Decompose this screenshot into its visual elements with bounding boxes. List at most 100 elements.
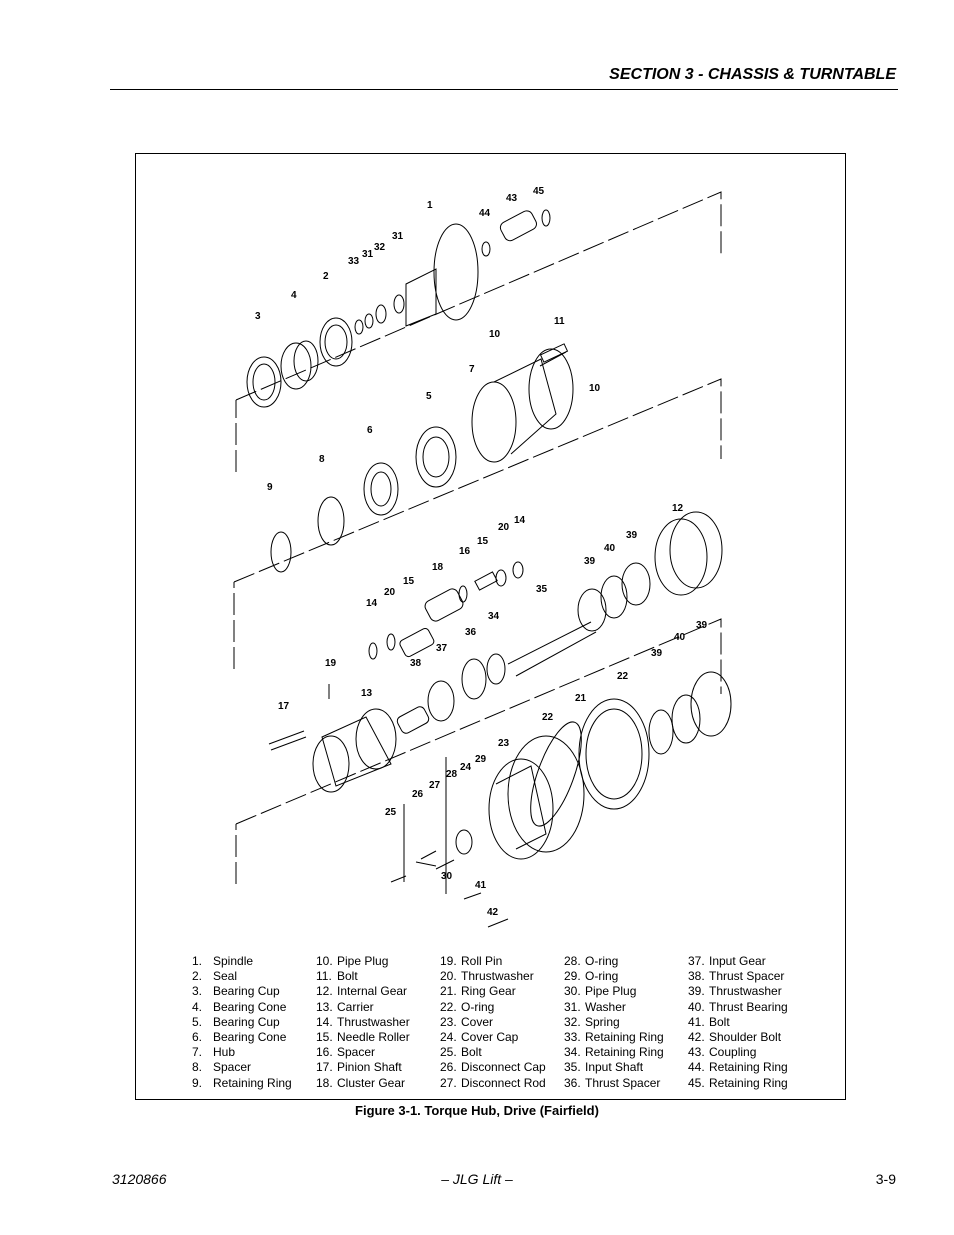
legend-item-label: Bolt bbox=[461, 1045, 482, 1060]
legend-item: 34. Retaining Ring bbox=[564, 1045, 688, 1060]
legend-item-number: 14. bbox=[316, 1014, 333, 1029]
callout-label: 28 bbox=[446, 769, 458, 780]
callout-label: 44 bbox=[479, 208, 491, 219]
legend-item-number: 24. bbox=[440, 1030, 457, 1045]
legend-item: 6.Bearing Cone bbox=[192, 1030, 316, 1045]
callout-label: 3 bbox=[255, 311, 261, 322]
legend-item-number: 44. bbox=[688, 1060, 705, 1075]
legend-item: 3.Bearing Cup bbox=[192, 984, 316, 999]
legend-item-number: 29. bbox=[564, 969, 581, 984]
callout-label: 34 bbox=[488, 611, 500, 622]
legend-item-number: 39. bbox=[688, 984, 705, 999]
legend-item: 12.Internal Gear bbox=[316, 984, 440, 999]
legend-item-number: 34. bbox=[564, 1045, 581, 1060]
legend-item-label: O-ring bbox=[461, 999, 495, 1014]
legend-item-number: 42. bbox=[688, 1030, 705, 1045]
legend-item-number: 28. bbox=[564, 954, 581, 968]
legend-item-label: Seal bbox=[213, 969, 238, 984]
legend-item-number: 1. bbox=[192, 954, 203, 968]
legend-item: 29. O-ring bbox=[564, 969, 688, 984]
legend-item: 43.Coupling bbox=[688, 1045, 812, 1060]
callout-label: 14 bbox=[514, 515, 526, 526]
legend-item: 32.Spring bbox=[564, 1015, 688, 1030]
legend-item-number: 27. bbox=[440, 1075, 457, 1090]
legend-item-number: 11. bbox=[316, 969, 332, 984]
legend-item-number: 5. bbox=[192, 1014, 203, 1029]
legend-item-number: 40. bbox=[688, 999, 705, 1014]
legend-item-label: Shoulder Bolt bbox=[709, 1030, 782, 1045]
legend-item-label: Thrustwasher bbox=[337, 1014, 410, 1029]
legend-item-label: Thrustwasher bbox=[461, 969, 534, 984]
legend-item-label: Spindle bbox=[213, 954, 254, 968]
callout-label: 32 bbox=[374, 242, 386, 253]
legend-item: 13.Carrier bbox=[316, 1000, 440, 1015]
legend-item: 16.Spacer bbox=[316, 1045, 440, 1060]
legend-item-label: Needle Roller bbox=[337, 1030, 410, 1045]
callout-labels: 1 44 43 45 31 33 31 32 2 4 3 11 10 7 10 … bbox=[255, 186, 708, 918]
legend-item: 42. Shoulder Bolt bbox=[688, 1030, 812, 1045]
callout-label: 39 bbox=[651, 648, 663, 659]
callout-label: 6 bbox=[367, 425, 373, 436]
section-title: SECTION 3 - CHASSIS & TURNTABLE bbox=[609, 66, 896, 83]
legend-item: 5. Bearing Cup bbox=[192, 1015, 316, 1030]
legend-item: 33.Retaining Ring bbox=[564, 1030, 688, 1045]
legend-item-label: Cover bbox=[461, 1014, 494, 1029]
legend-item: 24.Cover Cap bbox=[440, 1030, 564, 1045]
legend-item-number: 7. bbox=[192, 1045, 203, 1060]
legend-item-number: 12. bbox=[316, 984, 333, 999]
legend-item-label: Thrust Bearing bbox=[709, 999, 788, 1014]
legend-item-label: Bearing Cup bbox=[213, 1014, 280, 1029]
legend-item: 40. Thrust Bearing bbox=[688, 1000, 812, 1015]
callout-label: 18 bbox=[432, 562, 444, 573]
legend-item: 7. Hub bbox=[192, 1045, 316, 1060]
legend-item: 19.Roll Pin bbox=[440, 954, 564, 969]
callout-label: 37 bbox=[436, 643, 448, 654]
legend-item-number: 2. bbox=[192, 969, 203, 984]
figure-frame: 1 44 43 45 31 33 31 32 2 4 3 11 10 7 10 … bbox=[135, 153, 846, 1100]
legend-item: 25.Bolt bbox=[440, 1045, 564, 1060]
callout-label: 29 bbox=[475, 754, 487, 765]
callout-label: 15 bbox=[403, 576, 415, 587]
legend-item: 31.Washer bbox=[564, 1000, 688, 1015]
callout-label: 9 bbox=[267, 482, 273, 493]
legend-item-label: Spacer bbox=[337, 1045, 376, 1060]
callout-label: 13 bbox=[361, 688, 373, 699]
legend-item-number: 19. bbox=[440, 954, 457, 968]
legend-item-label: Bearing Cone bbox=[213, 999, 287, 1014]
legend-item-label: Retaining Ring bbox=[709, 1060, 788, 1075]
legend-item-label: Input Gear bbox=[709, 954, 766, 968]
legend-item-label: Washer bbox=[585, 999, 626, 1014]
callout-label: 19 bbox=[325, 658, 337, 669]
legend-item-number: 4. bbox=[192, 999, 203, 1014]
legend-item: 45.Retaining Ring bbox=[688, 1076, 812, 1091]
legend-item-label: Hub bbox=[213, 1045, 236, 1060]
callout-label: 41 bbox=[475, 880, 487, 891]
callout-label: 26 bbox=[412, 789, 424, 800]
legend-item: 41.Bolt bbox=[688, 1015, 812, 1030]
callout-label: 40 bbox=[604, 543, 616, 554]
callout-label: 1 bbox=[427, 200, 433, 211]
callout-label: 42 bbox=[487, 907, 499, 918]
legend-item-label: Thrustwasher bbox=[709, 984, 782, 999]
callout-label: 8 bbox=[319, 454, 325, 465]
legend-item: 21.Ring Gear bbox=[440, 984, 564, 999]
page-number: 3-9 bbox=[875, 1171, 896, 1187]
legend-item-label: Disconnect Rod bbox=[461, 1075, 546, 1090]
legend-item-label: O-ring bbox=[585, 969, 619, 984]
legend-item-number: 8. bbox=[192, 1060, 203, 1075]
callout-label: 7 bbox=[469, 364, 475, 375]
legend-item: 2. Seal bbox=[192, 969, 316, 984]
legend-item: 17.Pinion Shaft bbox=[316, 1060, 440, 1075]
callout-label: 40 bbox=[674, 632, 686, 643]
legend-item-label: Bolt bbox=[709, 1014, 730, 1029]
callout-label: 22 bbox=[617, 671, 629, 682]
legend-item-number: 9. bbox=[192, 1075, 203, 1090]
callout-label: 22 bbox=[542, 712, 554, 723]
legend-item-label: Retaining Ring bbox=[585, 1045, 664, 1060]
legend-item-label: O-ring bbox=[585, 954, 619, 968]
